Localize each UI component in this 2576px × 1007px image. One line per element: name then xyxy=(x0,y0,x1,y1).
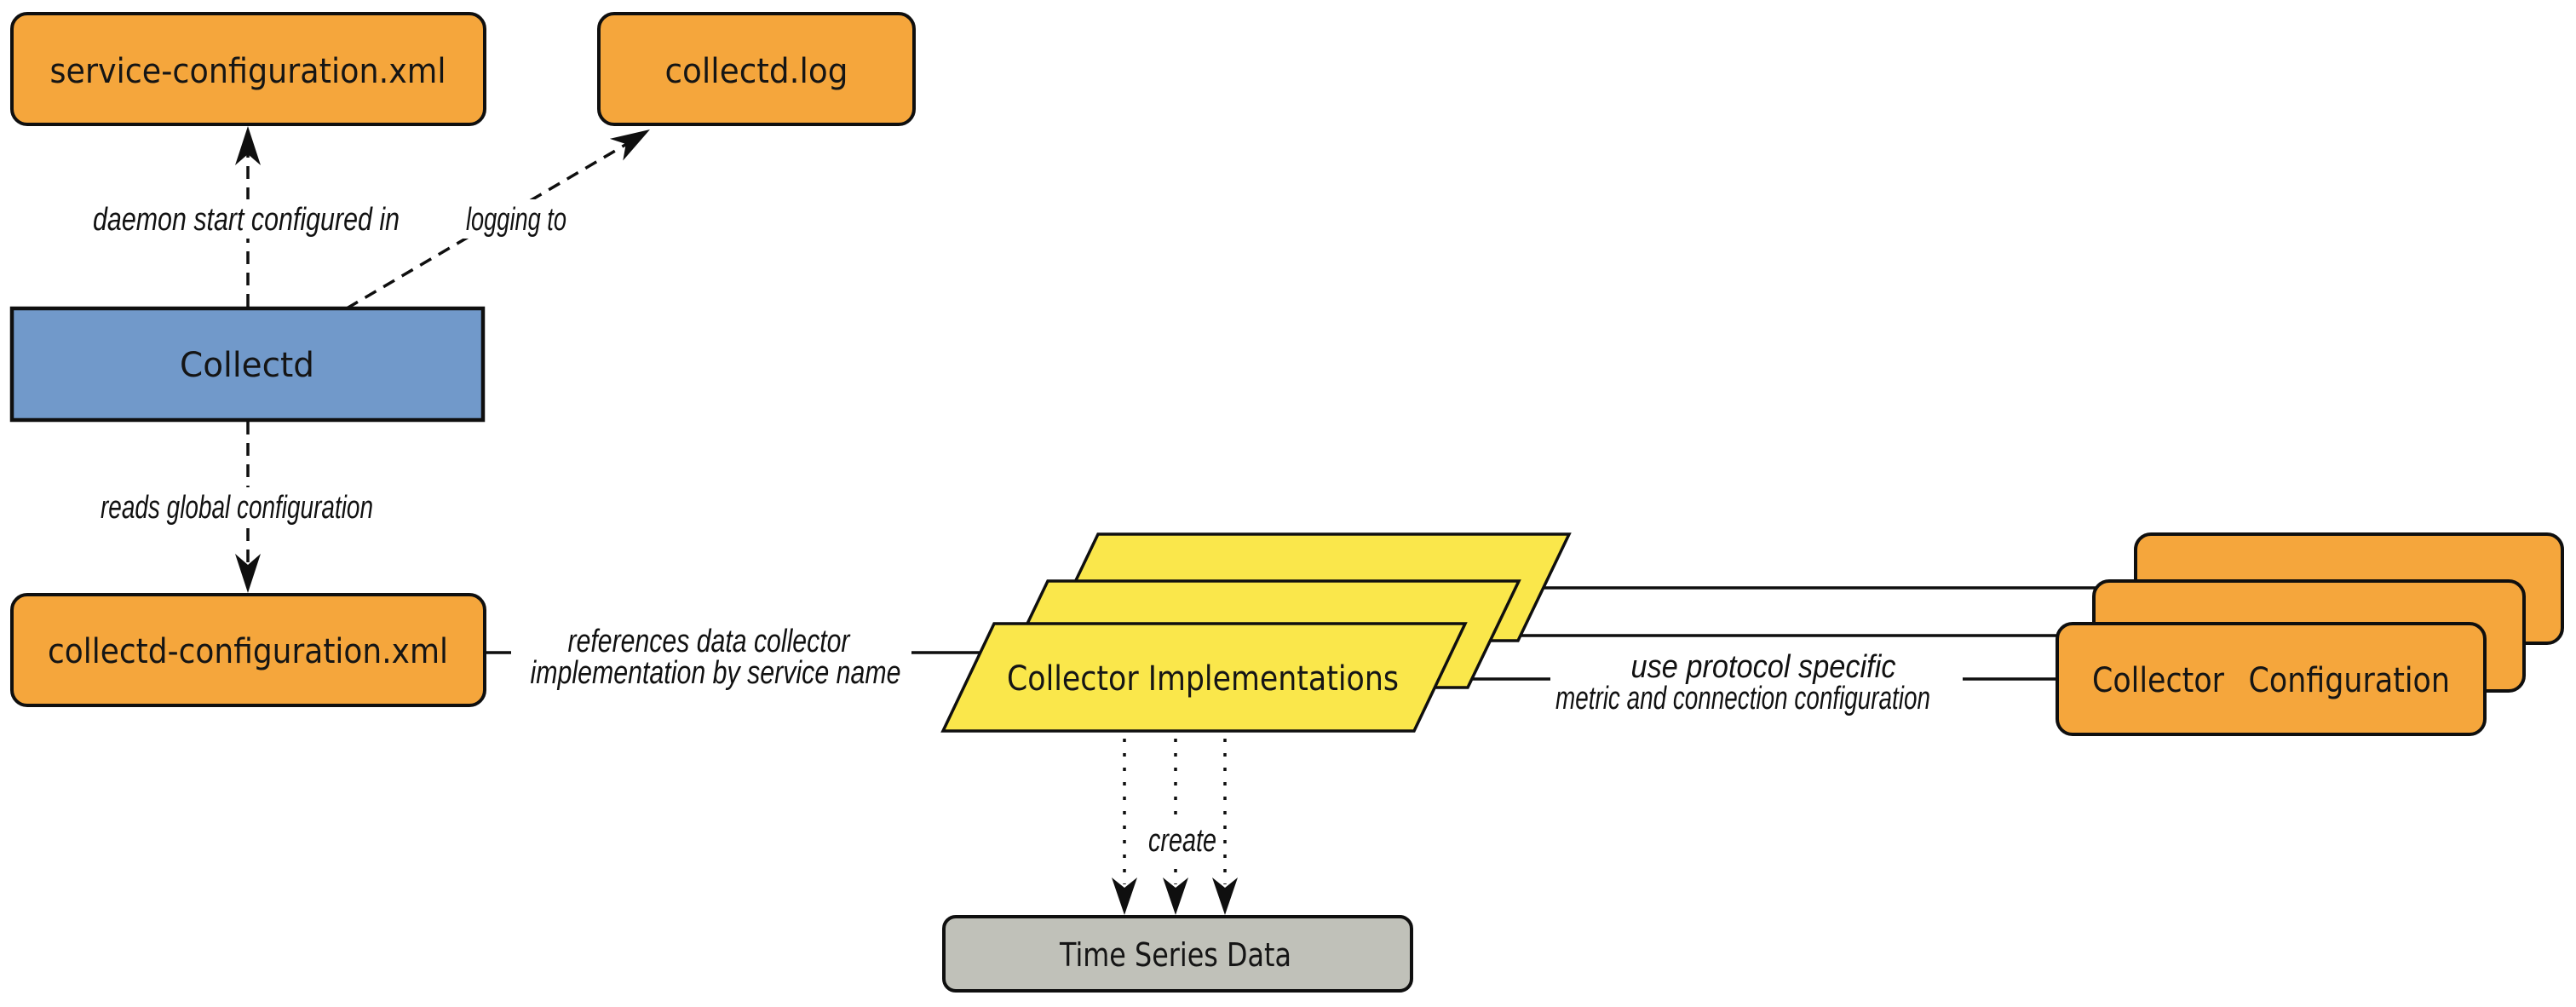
node-time-series-data: Time Series Data xyxy=(942,915,1413,993)
node-collectd: Collectd xyxy=(9,306,486,423)
implementation-sheet-front xyxy=(940,622,1468,733)
node-collector-implementations: Collector Implementations xyxy=(940,532,1572,733)
arrow-down-icon xyxy=(1112,878,1137,915)
node-label: Collector Implementations xyxy=(1007,659,1399,699)
edge-label-logging-to: logging to xyxy=(466,202,566,238)
edge-label-daemon-start: daemon start configured in xyxy=(93,202,400,238)
arrow-down-icon xyxy=(1163,878,1188,915)
edge-label-use-protocol-line1: use protocol specific xyxy=(1631,649,1896,685)
edge-label-use-protocol-line2: metric and connection configuration xyxy=(1555,681,1930,716)
node-label: service-configuration.xml xyxy=(50,52,446,91)
node-collectd-configuration-xml: collectd-configuration.xml xyxy=(10,593,486,707)
node-label: collectd-configuration.xml xyxy=(48,632,448,671)
configuration-card-front xyxy=(2056,622,2487,736)
arrow-down-icon xyxy=(235,554,261,593)
node-service-configuration-xml: service-configuration.xml xyxy=(10,12,486,126)
edge-logging-line xyxy=(346,137,636,310)
edge-label-references-line2: implementation by service name xyxy=(531,655,901,691)
node-label: Collectd xyxy=(180,346,314,385)
arrow-down-icon xyxy=(1212,878,1238,915)
edge-label-reads-global: reads global configuration xyxy=(101,490,373,526)
arrow-up-right-icon xyxy=(609,129,650,161)
edge-label-references-line1: references data collector xyxy=(568,624,851,659)
edge-label-create: create xyxy=(1148,823,1216,859)
node-collectd-log: collectd.log xyxy=(597,12,916,126)
node-label: Collector Configuration xyxy=(2092,661,2450,700)
node-collector-configuration: Collector Configuration xyxy=(2056,532,2564,736)
edge-labels: daemon start configured in logging to re… xyxy=(87,199,1963,860)
arrow-up-icon xyxy=(235,126,261,165)
node-label: collectd.log xyxy=(665,52,848,91)
node-label: Time Series Data xyxy=(1059,936,1291,974)
